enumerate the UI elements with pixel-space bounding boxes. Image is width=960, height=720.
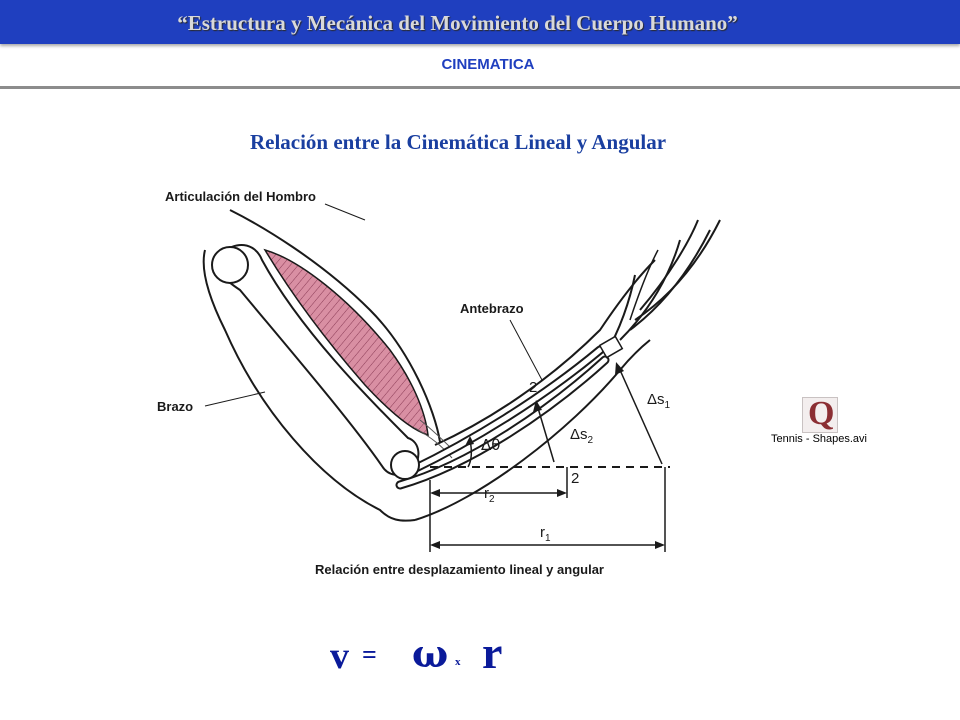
arm-illustration — [202, 203, 721, 552]
diagram-caption: Relación entre desplazamiento lineal y a… — [315, 562, 604, 577]
header-bar: “Estructura y Mecánica del Movimiento de… — [0, 0, 960, 44]
title-text: Estructura y Mecánica del Movimiento del… — [187, 11, 728, 35]
label-shoulder-joint: Articulación del Hombro — [165, 189, 316, 204]
formula-v: v — [330, 635, 349, 677]
slide-title: “Estructura y Mecánica del Movimiento de… — [0, 11, 915, 36]
label-r1: r1 — [540, 524, 551, 544]
section-subtitle: CINEMATICA — [441, 56, 535, 73]
label-delta-s1: Δs1 — [647, 391, 670, 411]
delta-s2-subscript: 2 — [587, 435, 594, 446]
divider-rule — [0, 86, 960, 89]
r2-subscript: 2 — [489, 494, 495, 505]
slide-heading: Relación entre la Cinemática Lineal y An… — [249, 130, 667, 154]
r1-subscript: 1 — [545, 533, 551, 544]
label-upper-arm: Brazo — [157, 399, 194, 414]
r1-symbol: r — [540, 524, 545, 541]
formula-omega: ω — [412, 631, 449, 676]
biceps-muscle — [263, 248, 429, 437]
arm-diagram: Articulación del Hombro Antebrazo Brazo … — [150, 180, 730, 585]
quicktime-icon[interactable]: Q — [802, 395, 838, 433]
formula-equals: = — [362, 640, 377, 669]
delta-s1-symbol: Δs — [647, 391, 665, 408]
label-delta-s2: Δs2 — [570, 426, 593, 446]
formula-r: r — [482, 627, 503, 678]
title-close-quote: ” — [727, 11, 738, 35]
label-delta-theta: Δθ — [481, 436, 501, 454]
media-file-link[interactable]: Tennis - Shapes.avi — [771, 433, 867, 445]
r2-symbol: r — [484, 485, 489, 502]
delta-s2-symbol: Δs — [570, 426, 588, 443]
label-forearm: Antebrazo — [460, 301, 524, 316]
formula-times: x — [455, 656, 461, 668]
label-point-2-lower: 2 — [571, 470, 580, 487]
quicktime-icon-glyph: Q — [808, 395, 835, 432]
delta-s1-subscript: 1 — [664, 400, 671, 411]
title-open-quote: “ — [177, 11, 188, 35]
label-point-2-upper: 2 — [529, 379, 538, 396]
label-r2: r2 — [484, 485, 495, 505]
